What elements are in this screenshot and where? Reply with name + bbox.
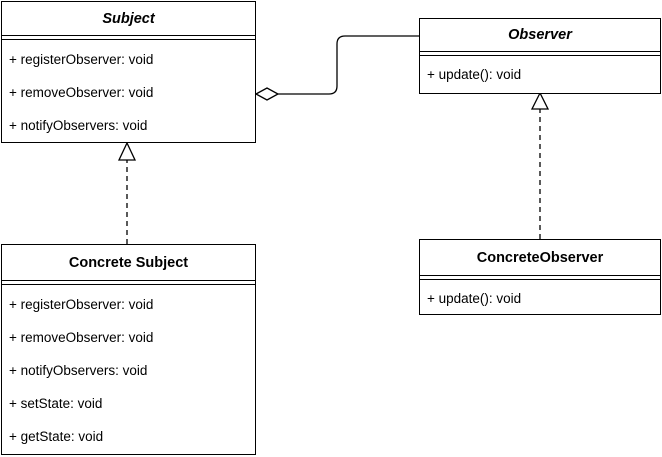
aggregation-diamond — [254, 87, 280, 101]
concrete-subject-class-name: Concrete Subject — [2, 245, 255, 281]
concrete-observer-operations: + update(): void — [420, 280, 660, 315]
concrete-subject-operation: + getState: void — [9, 429, 104, 444]
subject-operations: + registerObserver: void + removeObserve… — [2, 40, 255, 142]
subject-operation: + registerObserver: void — [9, 52, 154, 67]
observer-operation: + update(): void — [427, 67, 522, 82]
realization-arrowhead-subject — [117, 141, 137, 161]
subject-class-name: Subject — [2, 2, 255, 36]
subject-operation: + removeObserver: void — [9, 85, 154, 100]
subject-class[interactable]: Subject + registerObserver: void + remov… — [1, 1, 256, 143]
concrete-subject-attributes-compartment — [2, 281, 255, 285]
concrete-subject-operation: + notifyObservers: void — [9, 363, 148, 378]
subject-attributes-compartment — [2, 36, 255, 40]
concrete-subject-operations: + registerObserver: void + removeObserve… — [2, 285, 255, 453]
observer-attributes-compartment — [420, 52, 660, 56]
observer-class[interactable]: Observer + update(): void — [419, 18, 661, 94]
concrete-observer-attributes-compartment — [420, 276, 660, 280]
concrete-observer-class[interactable]: ConcreteObserver + update(): void — [419, 239, 661, 315]
observer-operations: + update(): void — [420, 56, 660, 91]
concrete-observer-operation: + update(): void — [427, 291, 522, 306]
observer-class-name: Observer — [420, 19, 660, 52]
aggregation-line — [278, 35, 419, 95]
realization-arrowhead-observer — [530, 91, 550, 110]
subject-operation: + notifyObservers: void — [9, 118, 148, 133]
concrete-subject-class[interactable]: Concrete Subject + registerObserver: voi… — [1, 244, 256, 455]
concrete-subject-operation: + removeObserver: void — [9, 330, 154, 345]
concrete-observer-class-name: ConcreteObserver — [420, 240, 660, 276]
concrete-subject-operation: + registerObserver: void — [9, 297, 154, 312]
concrete-subject-operation: + setState: void — [9, 396, 103, 411]
